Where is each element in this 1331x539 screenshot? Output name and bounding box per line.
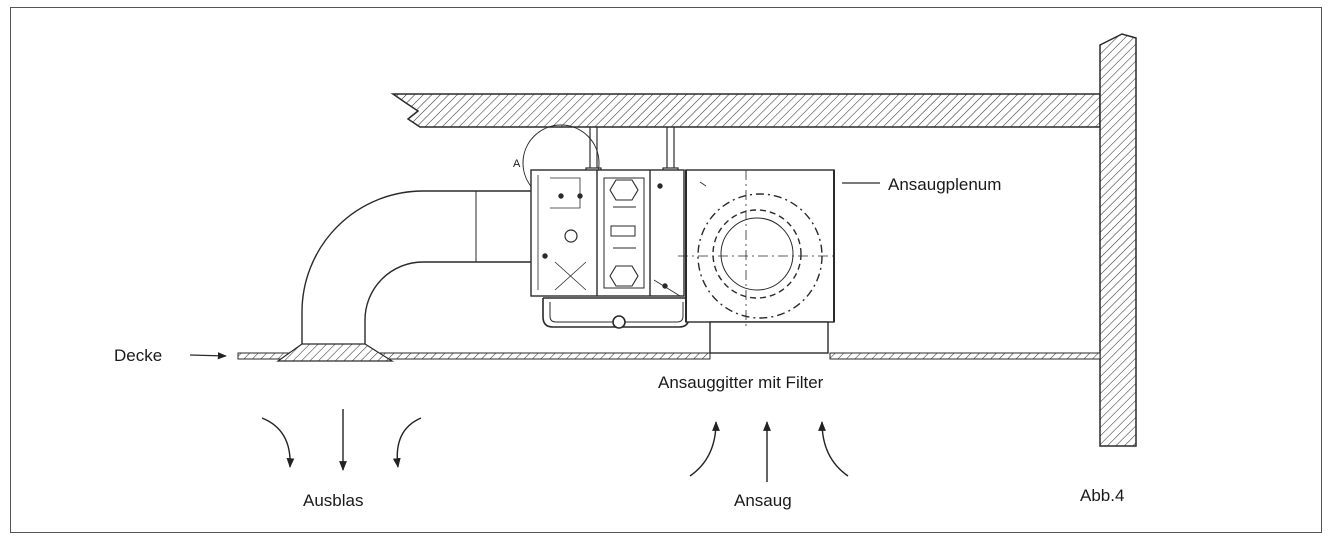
detail-label-a: A bbox=[513, 158, 521, 170]
label-ansauggitter: Ansauggitter mit Filter bbox=[658, 373, 824, 392]
unit-body bbox=[530, 169, 685, 297]
supply-diffuser bbox=[276, 343, 395, 362]
label-ausblas: Ausblas bbox=[303, 491, 364, 510]
leader-lines bbox=[189, 182, 880, 360]
false-ceiling bbox=[237, 352, 1101, 360]
label-ansaugplenum: Ansaugplenum bbox=[888, 175, 1002, 194]
intake-plenum bbox=[678, 169, 838, 354]
ceiling-slab bbox=[390, 93, 1101, 128]
hanger-rods bbox=[585, 127, 679, 177]
label-ansaug: Ansaug bbox=[734, 491, 792, 510]
label-decke: Decke bbox=[114, 346, 163, 365]
ansaug-arrows bbox=[689, 421, 849, 482]
ausblas-arrows bbox=[261, 409, 422, 471]
drain-pan bbox=[542, 297, 690, 329]
elbow-duct bbox=[301, 190, 531, 344]
figure-number: Abb.4 bbox=[1080, 486, 1125, 505]
wall bbox=[1099, 33, 1137, 447]
